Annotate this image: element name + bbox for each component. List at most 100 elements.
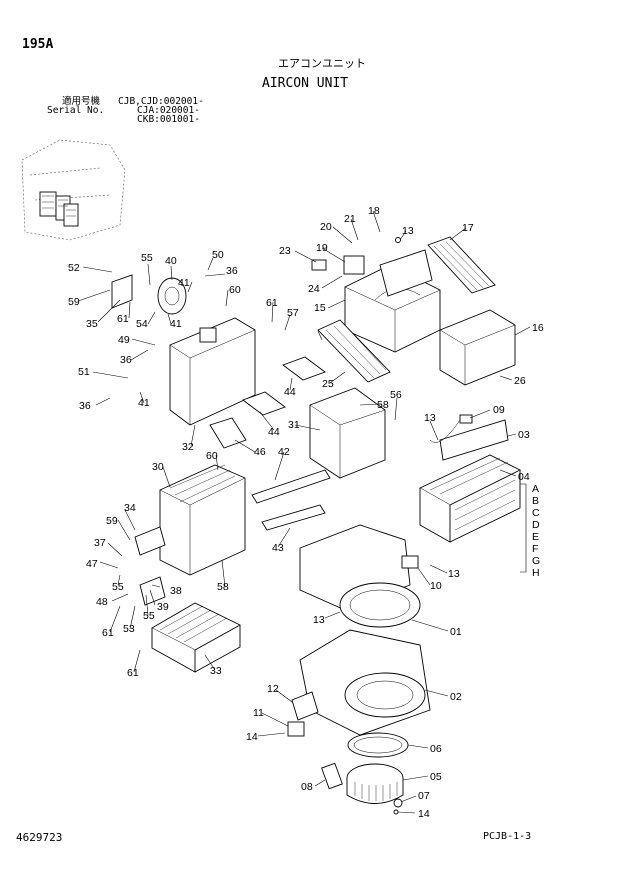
callout-11: 11 bbox=[253, 707, 264, 719]
callout-57: 57 bbox=[287, 307, 299, 319]
callout-48: 48 bbox=[96, 596, 108, 608]
callout-53: 53 bbox=[123, 623, 135, 635]
suffix-D: D bbox=[532, 519, 540, 531]
callout-52: 52 bbox=[68, 262, 80, 274]
callout-60b: 60 bbox=[206, 450, 218, 462]
callout-47: 47 bbox=[86, 558, 98, 570]
callout-19: 19 bbox=[316, 242, 328, 254]
resistor-part-11 bbox=[287, 721, 305, 737]
callout-13b: 13 bbox=[424, 412, 436, 424]
callout-33: 33 bbox=[210, 665, 222, 677]
callout-59: 59 bbox=[68, 296, 80, 308]
blower-upper-case-part-01 bbox=[299, 524, 421, 628]
page-number: 195A bbox=[22, 37, 54, 52]
blower-motor-part-05 bbox=[346, 763, 404, 804]
left-housing-part-32 bbox=[169, 317, 256, 426]
suffix-bracket bbox=[520, 483, 527, 573]
callout-20: 20 bbox=[320, 221, 332, 233]
heater-core-part-33 bbox=[151, 602, 241, 673]
callout-07: 07 bbox=[418, 790, 430, 802]
callout-30: 30 bbox=[152, 461, 164, 473]
callout-02: 02 bbox=[450, 691, 462, 703]
callout-01: 01 bbox=[450, 626, 462, 638]
callout-31: 31 bbox=[288, 419, 300, 431]
title-english: AIRCON UNIT bbox=[262, 76, 349, 91]
suffix-C: C bbox=[532, 507, 540, 519]
duct-part-43 bbox=[261, 504, 326, 531]
callout-41b: 41 bbox=[170, 318, 182, 330]
callout-59b: 59 bbox=[106, 515, 118, 527]
leader-lines bbox=[77, 210, 531, 814]
callout-36b: 36 bbox=[120, 354, 132, 366]
screw-part-13 bbox=[395, 237, 401, 243]
callout-61d: 61 bbox=[127, 667, 139, 679]
suffix-B: B bbox=[532, 495, 539, 507]
callout-24: 24 bbox=[308, 283, 320, 295]
cover-part-12 bbox=[291, 691, 319, 721]
callout-37: 37 bbox=[94, 537, 106, 549]
panel-part-44a bbox=[282, 356, 326, 381]
callout-09: 09 bbox=[493, 404, 505, 416]
serial-range-2: CJA:020001- bbox=[137, 105, 200, 116]
callout-50: 50 bbox=[212, 249, 224, 261]
callout-12: 12 bbox=[267, 683, 279, 695]
callout-56: 56 bbox=[390, 389, 402, 401]
callout-43: 43 bbox=[272, 542, 284, 554]
callout-55b: 55 bbox=[112, 581, 124, 593]
callout-18: 18 bbox=[368, 205, 380, 217]
callout-13: 13 bbox=[402, 225, 414, 237]
callout-61: 61 bbox=[117, 313, 129, 325]
suffix-E: E bbox=[532, 531, 539, 543]
bracket-part-35 bbox=[111, 274, 133, 309]
serial-range-1: CJB,CJD:002001- bbox=[118, 96, 204, 107]
callout-04: 04 bbox=[518, 471, 530, 483]
callout-36: 36 bbox=[226, 265, 238, 277]
blower-ring-part-06 bbox=[347, 732, 409, 758]
callout-labels: 52 55 40 50 36 41 60 59 35 61 54 41 49 3… bbox=[68, 205, 544, 820]
callout-44: 44 bbox=[284, 386, 296, 398]
title-japanese: エアコンユニット bbox=[278, 57, 366, 70]
clip-part-10 bbox=[401, 555, 419, 569]
sensor-part-09 bbox=[429, 414, 473, 443]
callout-41c: 41 bbox=[138, 397, 150, 409]
callout-38: 38 bbox=[170, 585, 182, 597]
callout-54: 54 bbox=[136, 318, 148, 330]
callout-42: 42 bbox=[278, 446, 290, 458]
washer-part-07 bbox=[393, 798, 403, 808]
bracket-part-37 bbox=[134, 526, 166, 556]
filter-part-25 bbox=[317, 319, 391, 383]
callout-08: 08 bbox=[301, 781, 313, 793]
callout-61b: 61 bbox=[266, 297, 278, 309]
callout-14b: 14 bbox=[418, 808, 430, 820]
callout-13d: 13 bbox=[313, 614, 325, 626]
callout-26: 26 bbox=[514, 375, 526, 387]
callout-41: 41 bbox=[178, 277, 190, 289]
serial-label-jp: 適用号機 bbox=[62, 96, 101, 107]
callout-49: 49 bbox=[118, 334, 130, 346]
heater-case-part-30 bbox=[159, 464, 246, 576]
drawing-reference: PCJB-1-3 bbox=[483, 831, 532, 842]
callout-05: 05 bbox=[430, 771, 442, 783]
callout-34: 34 bbox=[124, 502, 136, 514]
drawing-part-number: 4629723 bbox=[16, 831, 63, 844]
callout-36c: 36 bbox=[79, 400, 91, 412]
suffix-A: A bbox=[532, 483, 539, 495]
callout-39: 39 bbox=[157, 601, 169, 613]
callout-58: 58 bbox=[217, 581, 229, 593]
duct-part-31 bbox=[309, 387, 386, 479]
callout-44b: 44 bbox=[268, 426, 280, 438]
callout-10: 10 bbox=[430, 580, 442, 592]
callout-46: 46 bbox=[254, 446, 266, 458]
callout-14: 14 bbox=[246, 731, 258, 743]
suffix-G: G bbox=[532, 555, 540, 567]
clip-part-19 bbox=[343, 255, 365, 275]
clip-part-23 bbox=[311, 259, 327, 271]
evaporator-part-04 bbox=[419, 454, 522, 543]
callout-32: 32 bbox=[182, 441, 194, 453]
callout-15: 15 bbox=[314, 302, 326, 314]
callout-21: 21 bbox=[344, 213, 356, 225]
panel-part-44b bbox=[242, 391, 286, 416]
callout-03: 03 bbox=[518, 429, 530, 441]
serial-label-en: Serial No. bbox=[47, 105, 105, 116]
panel-part-46 bbox=[209, 417, 247, 449]
